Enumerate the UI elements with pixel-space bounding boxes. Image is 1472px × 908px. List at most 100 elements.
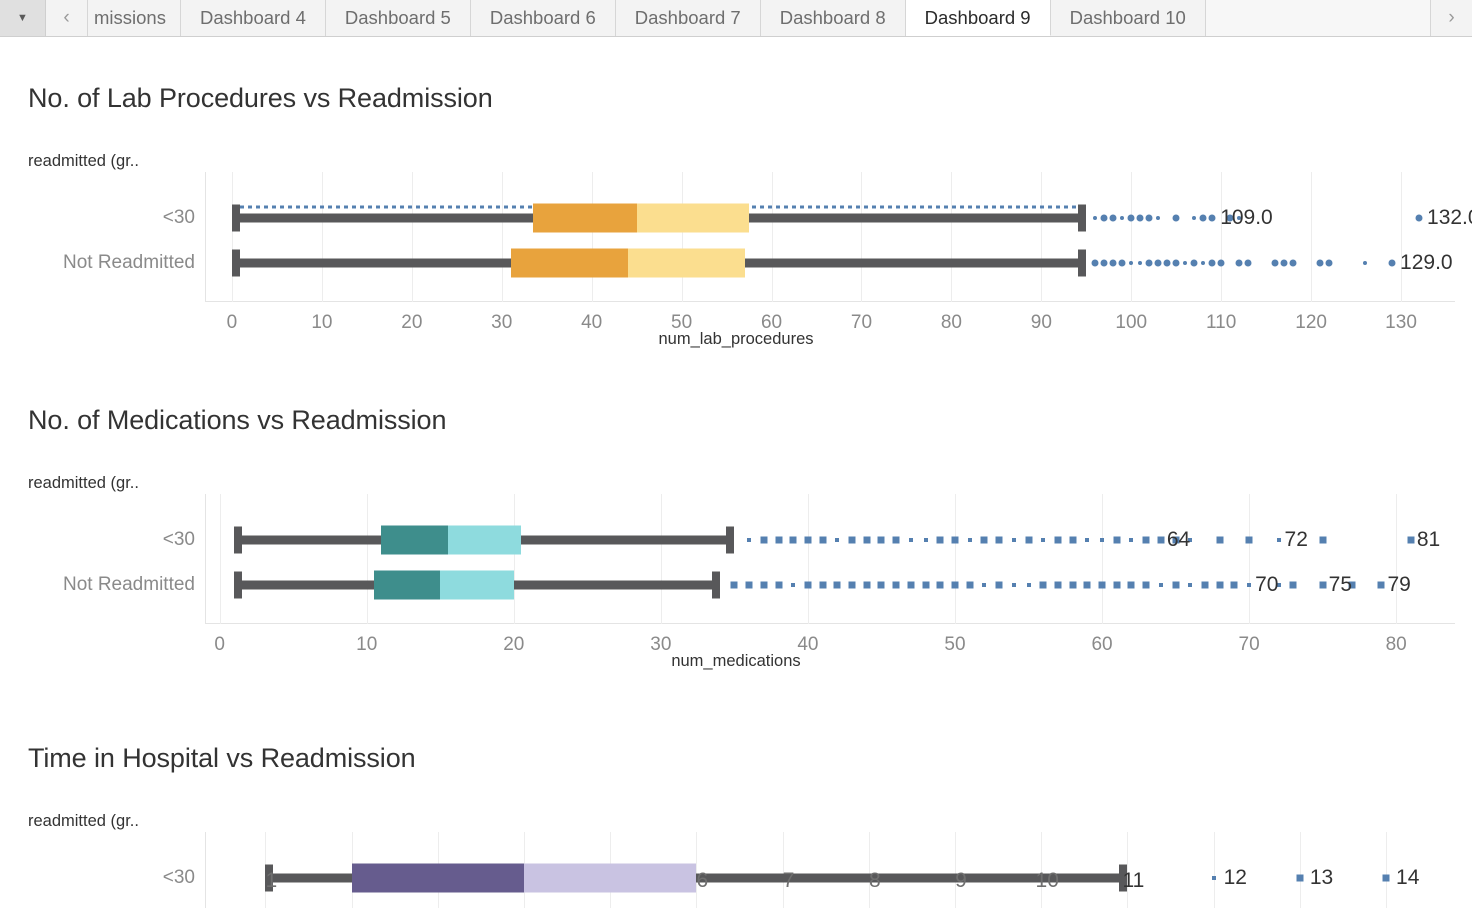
outlier-marker[interactable]	[791, 583, 795, 587]
outlier-marker[interactable]	[1245, 260, 1252, 267]
outlier-marker[interactable]	[1218, 260, 1225, 267]
outlier-marker[interactable]	[834, 582, 841, 589]
box-median-to-q3[interactable]	[448, 526, 522, 555]
box-q1-to-median[interactable]	[352, 864, 524, 893]
outlier-marker[interactable]	[1201, 261, 1205, 265]
outlier-marker[interactable]	[1363, 261, 1367, 265]
outlier-marker[interactable]	[893, 537, 900, 544]
outlier-marker[interactable]	[1247, 583, 1251, 587]
tab-dashboard-5[interactable]: Dashboard 5	[326, 0, 471, 36]
outlier-marker[interactable]	[996, 537, 1003, 544]
outlier-marker[interactable]	[1120, 216, 1124, 220]
outlier-marker[interactable]	[1143, 537, 1150, 544]
outlier-marker[interactable]	[968, 538, 972, 542]
outlier-marker[interactable]	[819, 582, 826, 589]
tab-dashboard-9[interactable]: Dashboard 9	[906, 0, 1051, 36]
outlier-marker[interactable]	[996, 582, 1003, 589]
outlier-marker[interactable]	[1113, 537, 1120, 544]
outlier-marker[interactable]	[1319, 582, 1326, 589]
outlier-marker[interactable]	[1416, 215, 1423, 222]
outlier-marker[interactable]	[819, 537, 826, 544]
outlier-marker[interactable]	[760, 537, 767, 544]
outlier-marker[interactable]	[1129, 538, 1133, 542]
outlier-marker[interactable]	[1054, 582, 1061, 589]
outlier-marker[interactable]	[1290, 260, 1297, 267]
outlier-marker[interactable]	[937, 582, 944, 589]
outlier-marker[interactable]	[1093, 216, 1097, 220]
outlier-marker[interactable]	[1027, 583, 1031, 587]
outlier-marker[interactable]	[1012, 538, 1016, 542]
outlier-marker[interactable]	[1085, 538, 1089, 542]
outlier-marker[interactable]	[1272, 260, 1279, 267]
outlier-marker[interactable]	[1128, 582, 1135, 589]
outlier-marker[interactable]	[1146, 215, 1153, 222]
outlier-marker[interactable]	[924, 538, 928, 542]
outlier-marker[interactable]	[1202, 582, 1209, 589]
outlier-marker[interactable]	[909, 538, 913, 542]
box-q1-to-median[interactable]	[381, 526, 447, 555]
outlier-marker[interactable]	[1155, 260, 1162, 267]
outlier-marker[interactable]	[775, 582, 782, 589]
outlier-marker[interactable]	[1012, 583, 1016, 587]
outlier-marker[interactable]	[790, 537, 797, 544]
outlier-marker[interactable]	[746, 582, 753, 589]
outlier-marker[interactable]	[1290, 582, 1297, 589]
outlier-marker[interactable]	[1146, 260, 1153, 267]
outlier-marker[interactable]	[937, 537, 944, 544]
outlier-marker[interactable]	[804, 582, 811, 589]
outlier-marker[interactable]	[1407, 537, 1414, 544]
outlier-marker[interactable]	[1191, 260, 1198, 267]
outlier-marker[interactable]	[1209, 260, 1216, 267]
box-q1-to-median[interactable]	[511, 249, 628, 278]
tab-dashboard-4[interactable]: Dashboard 4	[181, 0, 326, 36]
box-median-to-q3[interactable]	[440, 571, 514, 600]
outlier-marker[interactable]	[1092, 260, 1099, 267]
outlier-marker[interactable]	[1025, 537, 1032, 544]
outlier-marker[interactable]	[893, 582, 900, 589]
tab-dashboard-6[interactable]: Dashboard 6	[471, 0, 616, 36]
outlier-marker[interactable]	[981, 537, 988, 544]
box-q1-to-median[interactable]	[533, 204, 636, 233]
outlier-marker[interactable]	[1216, 537, 1223, 544]
outlier-marker[interactable]	[1389, 260, 1396, 267]
outlier-marker[interactable]	[966, 582, 973, 589]
outlier-marker[interactable]	[1110, 260, 1117, 267]
outlier-marker[interactable]	[982, 583, 986, 587]
outlier-marker[interactable]	[849, 537, 856, 544]
outlier-marker[interactable]	[1054, 537, 1061, 544]
outlier-marker[interactable]	[878, 582, 885, 589]
box-median-to-q3[interactable]	[637, 204, 749, 233]
outlier-marker[interactable]	[1143, 582, 1150, 589]
outlier-marker[interactable]	[775, 537, 782, 544]
tab-dashboard-10[interactable]: Dashboard 10	[1051, 0, 1206, 36]
outlier-marker[interactable]	[849, 582, 856, 589]
outlier-marker[interactable]	[1246, 537, 1253, 544]
outlier-marker[interactable]	[1173, 215, 1180, 222]
tab-dashboard-8[interactable]: Dashboard 8	[761, 0, 906, 36]
outlier-marker[interactable]	[1156, 216, 1160, 220]
tab-dashboard-7[interactable]: Dashboard 7	[616, 0, 761, 36]
outlier-marker[interactable]	[1138, 261, 1142, 265]
outlier-marker[interactable]	[1157, 537, 1164, 544]
outlier-marker[interactable]	[1040, 582, 1047, 589]
outlier-marker[interactable]	[1164, 260, 1171, 267]
outlier-marker[interactable]	[1137, 215, 1144, 222]
outlier-marker[interactable]	[1296, 875, 1303, 882]
outlier-marker[interactable]	[1173, 260, 1180, 267]
box-median-to-q3[interactable]	[628, 249, 745, 278]
outlier-marker[interactable]	[878, 537, 885, 544]
outlier-marker[interactable]	[747, 538, 751, 542]
tab-list-dropdown-icon[interactable]: ▼	[0, 0, 46, 36]
outlier-marker[interactable]	[1113, 582, 1120, 589]
outlier-marker[interactable]	[1326, 260, 1333, 267]
outlier-marker[interactable]	[952, 582, 959, 589]
boxplot-medications[interactable]: <30647281Not Readmitted707579	[205, 494, 1455, 624]
outlier-marker[interactable]	[1231, 582, 1238, 589]
outlier-marker[interactable]	[1319, 537, 1326, 544]
outlier-marker[interactable]	[1100, 538, 1104, 542]
outlier-marker[interactable]	[1200, 215, 1207, 222]
outlier-marker[interactable]	[1188, 583, 1192, 587]
outlier-marker[interactable]	[1192, 216, 1196, 220]
boxplot-lab-procedures[interactable]: <30109.0132.0Not Readmitted129.0	[205, 172, 1455, 302]
outlier-marker[interactable]	[1084, 582, 1091, 589]
